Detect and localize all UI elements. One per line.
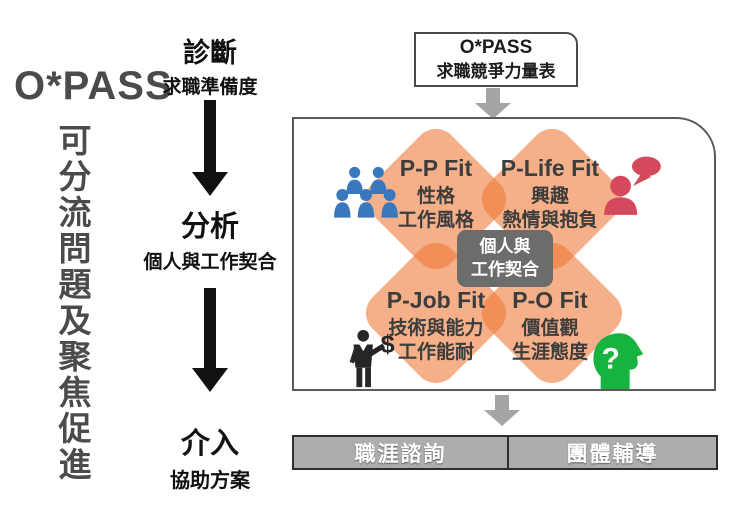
people-group-icon xyxy=(332,165,402,223)
step-subtitle: 協助方案 xyxy=(170,470,250,492)
quadrant-title: P-Job Fit xyxy=(386,287,486,313)
scale-box-line1: O*PASS xyxy=(459,37,533,59)
head-question-icon: ? xyxy=(592,329,648,389)
person-speech-icon xyxy=(600,153,666,219)
step-title: 診斷 xyxy=(183,38,237,68)
arrow-head xyxy=(475,103,511,119)
arrow-head xyxy=(192,172,228,196)
step-title: 分析 xyxy=(180,211,239,243)
step-intervention: 介入 協助方案 xyxy=(115,420,305,493)
quadrant-line: 性格 xyxy=(416,186,455,208)
businessman-dollar-icon: $ xyxy=(338,329,402,389)
center-fit-line2: 工作契合 xyxy=(471,259,539,279)
gray-down-arrow-icon xyxy=(484,395,520,426)
down-arrow-icon xyxy=(176,100,244,196)
brand-title: O*PASS xyxy=(14,64,173,108)
arrow-shaft xyxy=(204,288,216,368)
svg-text:?: ? xyxy=(602,343,620,376)
quadrant-plife-fit: P-Life Fit 興趣 熱情與抱負 xyxy=(475,155,625,232)
vertical-slogan: 可分流問題及聚焦促進 xyxy=(54,123,91,483)
opass-scale-box: O*PASS 求職競爭力量表 xyxy=(414,32,578,87)
step-title: 介入 xyxy=(180,428,239,460)
arrow-head xyxy=(192,368,228,392)
quadrant-title: P-Life Fit xyxy=(500,155,600,181)
quadrant-title: P-P Fit xyxy=(399,155,473,181)
svg-text:$: $ xyxy=(381,330,395,358)
intervention-label: 團體輔導 xyxy=(566,442,659,466)
arrow-shaft xyxy=(495,395,509,410)
intervention-row: 職涯諮詢 團體輔導 xyxy=(292,435,718,470)
arrow-head xyxy=(484,410,520,426)
intervention-group-guidance: 團體輔導 xyxy=(507,435,718,470)
down-arrow-icon xyxy=(176,288,244,392)
quadrant-line: 技術與能力 xyxy=(388,318,484,340)
quadrant-line: 興趣 xyxy=(530,186,569,208)
intervention-label: 職涯諮詢 xyxy=(354,442,447,466)
fit-model-panel: P-P Fit 性格 工作風格 P-Life Fit 興趣 熱情與抱負 P-Jo… xyxy=(292,117,716,391)
quadrant-title: P-O Fit xyxy=(512,287,588,313)
arrow-shaft xyxy=(204,100,216,172)
quadrant-pjob-fit: P-Job Fit 技術與能力 工作能耐 xyxy=(361,287,511,364)
quadrant-line: 工作能耐 xyxy=(397,341,474,363)
center-fit-line1: 個人與 xyxy=(479,236,531,256)
quadrant-po-fit: P-O Fit 價值觀 生涯態度 xyxy=(475,287,625,364)
step-diagnosis: 診斷 求職準備度 xyxy=(115,31,305,99)
quadrant-line: 生涯態度 xyxy=(511,341,588,363)
step-analysis: 分析 個人與工作契合 xyxy=(115,203,305,274)
quadrant-line: 價值觀 xyxy=(521,318,579,340)
quadrant-line: 工作風格 xyxy=(397,209,474,231)
quadrant-pp-fit: P-P Fit 性格 工作風格 xyxy=(361,155,511,232)
quadrant-line: 熱情與抱負 xyxy=(502,209,598,231)
step-subtitle: 求職準備度 xyxy=(162,77,258,98)
arrow-shaft xyxy=(486,88,500,103)
step-subtitle: 個人與工作契合 xyxy=(143,252,277,273)
scale-box-line2: 求職競爭力量表 xyxy=(436,61,556,81)
center-fit-box: 個人與 工作契合 xyxy=(457,230,553,287)
intervention-career-counseling: 職涯諮詢 xyxy=(292,435,509,470)
gray-down-arrow-icon xyxy=(475,88,511,119)
